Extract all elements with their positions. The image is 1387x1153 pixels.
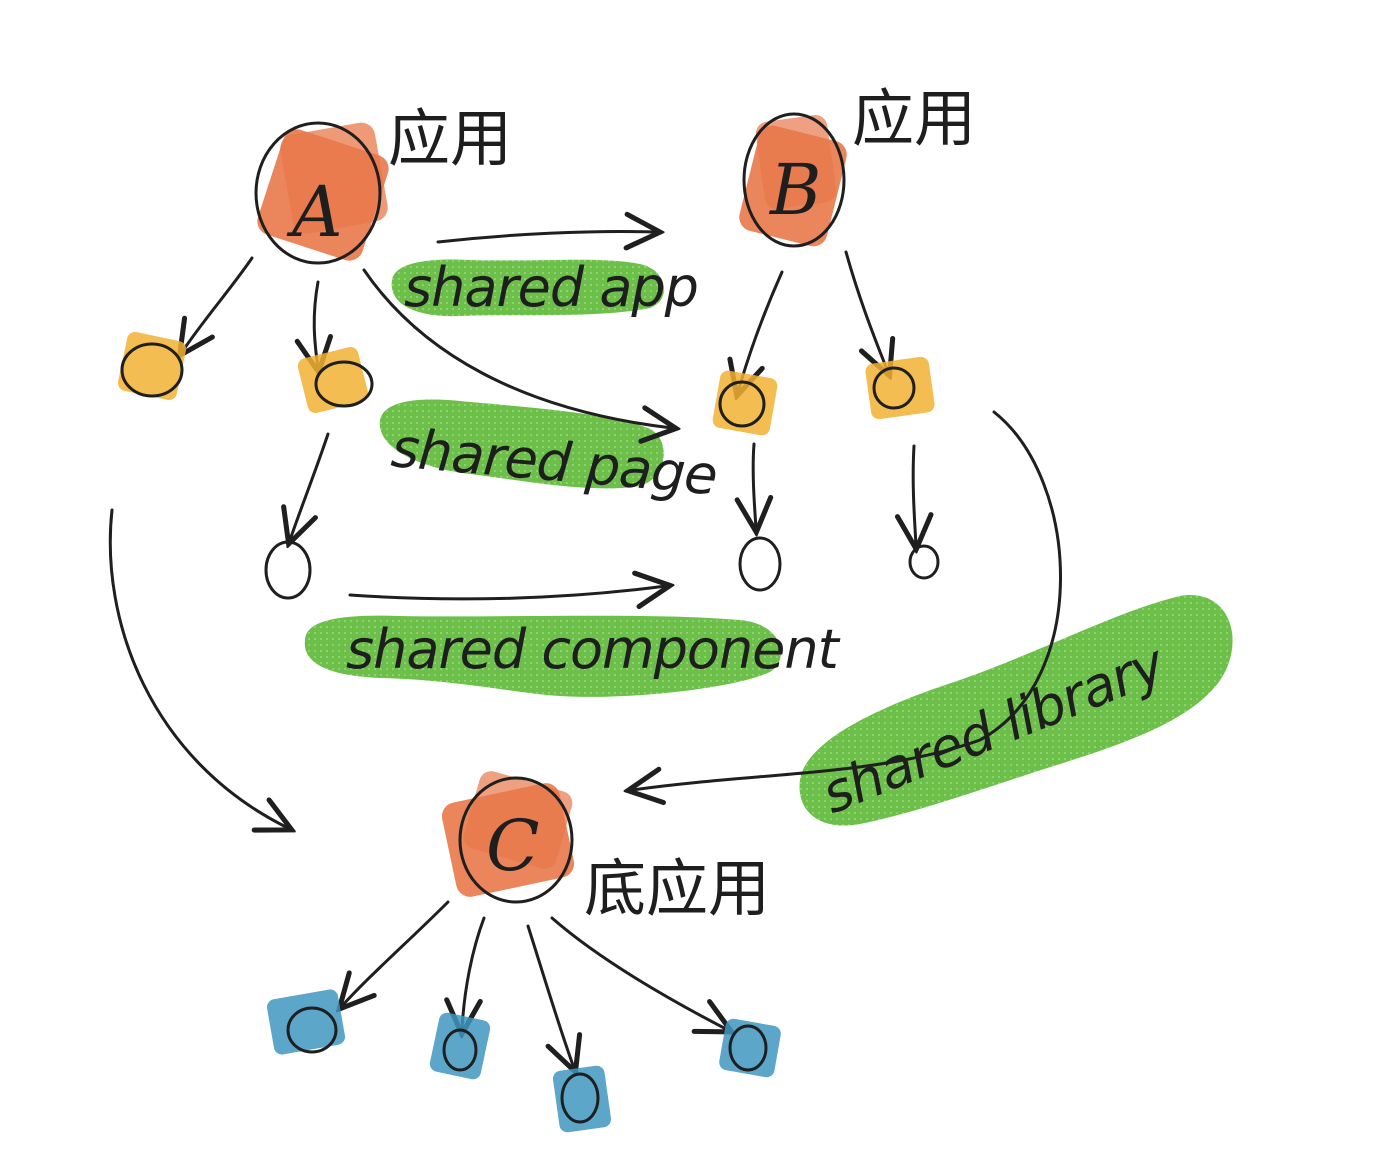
arrow-shared-component bbox=[348, 586, 666, 599]
node-b-letter: B bbox=[768, 149, 821, 231]
component-node-b-right bbox=[908, 544, 940, 580]
page-node-b-left bbox=[712, 370, 778, 436]
node-c-letter: C bbox=[486, 805, 540, 887]
page-node-b-right bbox=[865, 356, 935, 420]
edge-c-leaf-1 bbox=[342, 900, 450, 1006]
highlight-shared-app bbox=[391, 259, 665, 317]
node-app-c: C 底应用 bbox=[441, 771, 770, 925]
arrow-shared-app bbox=[436, 231, 656, 242]
highlight-shared-component bbox=[304, 615, 781, 697]
leaf-node-4 bbox=[719, 1018, 781, 1078]
node-a-caption: 应用 bbox=[388, 102, 512, 175]
node-b-caption: 应用 bbox=[852, 82, 976, 155]
connectors bbox=[108, 231, 1062, 1068]
edge-c-leaf-4 bbox=[550, 916, 728, 1030]
label-shared-app: shared app bbox=[404, 256, 698, 319]
node-app-b: B 应用 bbox=[739, 82, 976, 248]
component-node-b-left bbox=[738, 536, 782, 592]
label-shared-page: shared page bbox=[389, 416, 719, 507]
node-app-a: A 应用 bbox=[254, 102, 512, 265]
component-node-a bbox=[264, 540, 312, 600]
edge-b-page-component-left bbox=[753, 442, 756, 528]
edge-b-page-right bbox=[844, 250, 888, 372]
label-shared-component: shared component bbox=[346, 618, 841, 681]
leaf-node-1 bbox=[266, 989, 346, 1055]
leaf-node-3 bbox=[552, 1065, 612, 1133]
edge-b-page-component-right bbox=[913, 444, 916, 545]
highlight-shared-page bbox=[379, 399, 664, 489]
arrow-shared-library bbox=[632, 410, 1062, 790]
arrow-shared-page bbox=[362, 268, 672, 428]
edge-c-leaf-3 bbox=[526, 924, 574, 1068]
node-a-letter: A bbox=[286, 171, 343, 253]
page-node-a-mid bbox=[297, 347, 374, 413]
edge-a-page-left bbox=[182, 256, 254, 352]
arrow-a-to-c bbox=[108, 508, 288, 828]
leaf-node-2 bbox=[429, 1012, 491, 1080]
node-c-caption: 底应用 bbox=[584, 852, 770, 925]
edge-c-leaf-2 bbox=[462, 916, 486, 1030]
page-node-a-left bbox=[117, 331, 187, 401]
edge-page-component-a bbox=[290, 432, 330, 540]
